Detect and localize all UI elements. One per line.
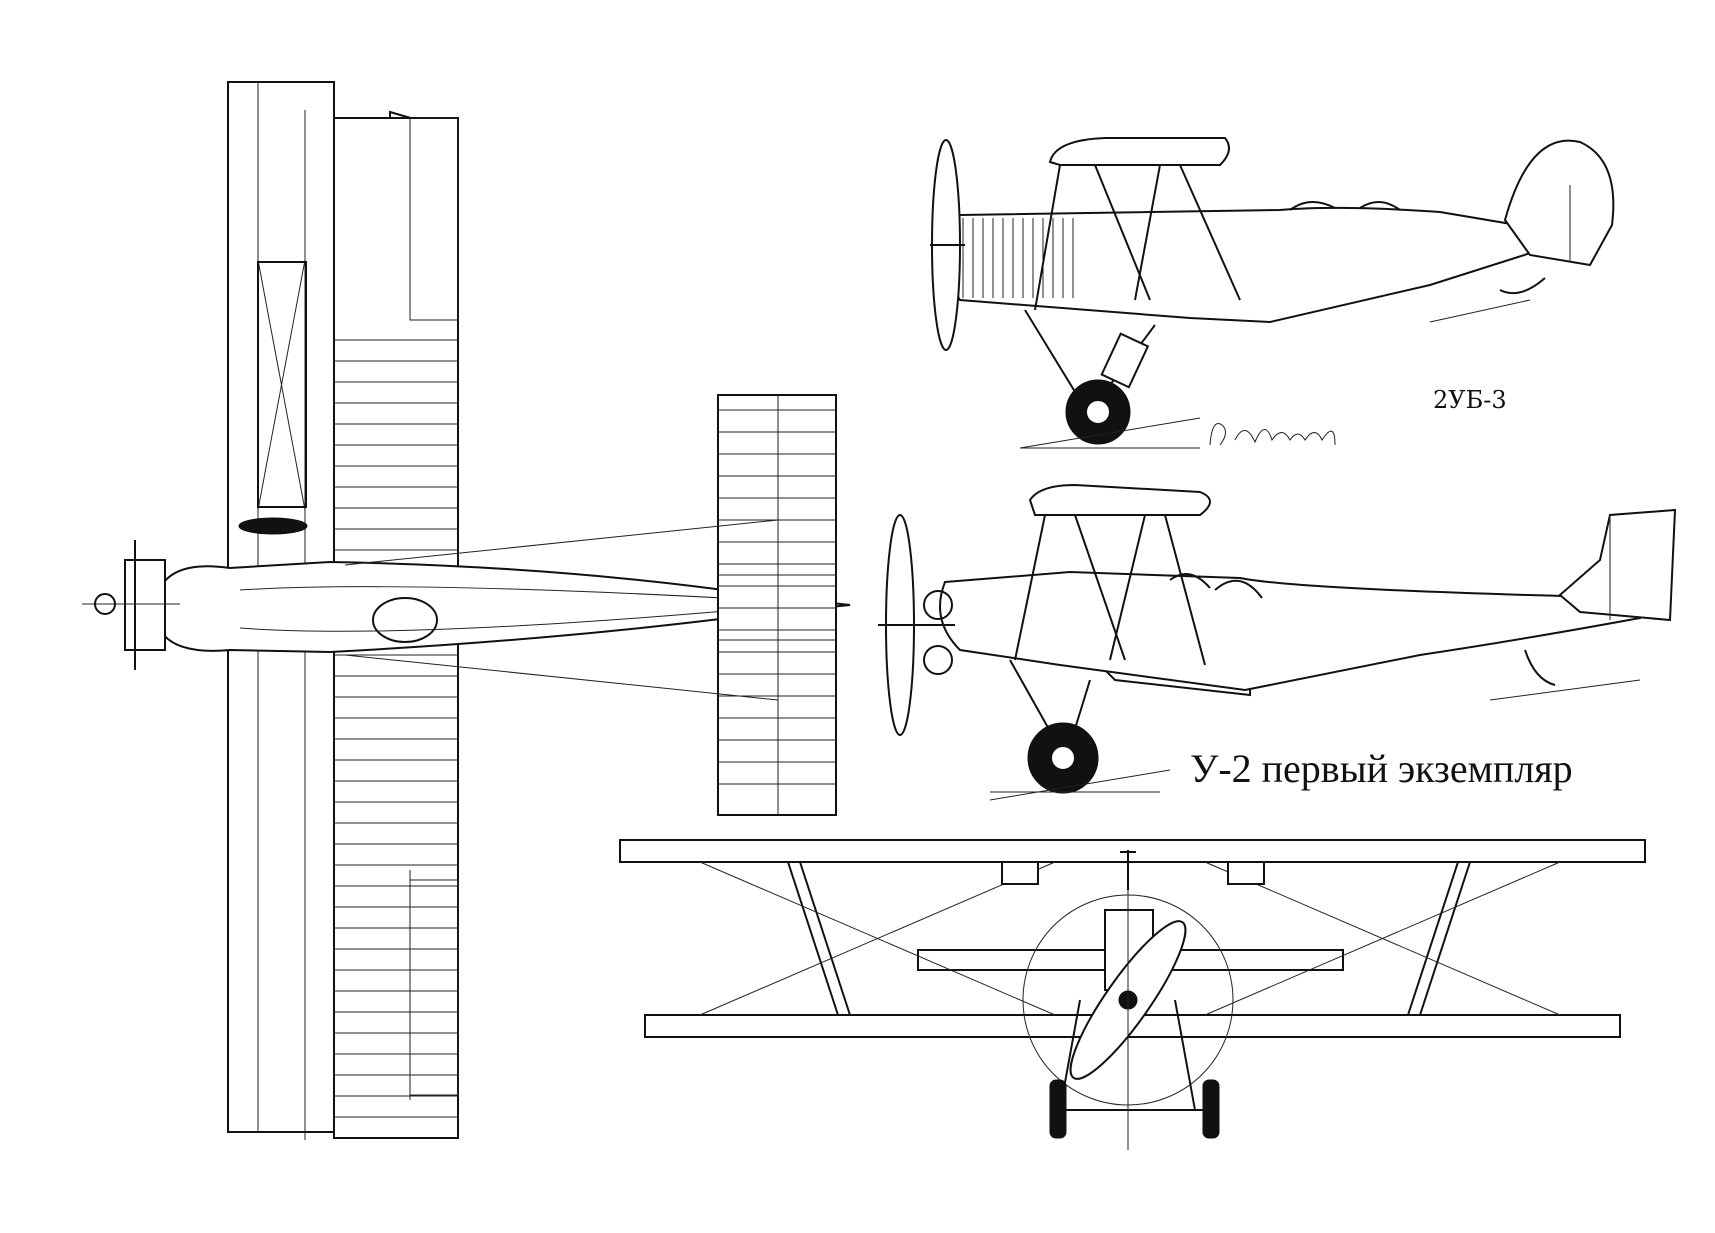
plan-fuselage <box>82 517 851 670</box>
side-view-2ub3 <box>930 137 1615 449</box>
plan-view <box>82 81 851 1140</box>
variant-label-2ub3: 2УБ-3 <box>1433 386 1507 414</box>
signature-mark <box>1209 423 1336 446</box>
side-view-u2 <box>878 483 1677 801</box>
variant-label-u2-first: У-2 первый экземпляр <box>1190 746 1573 791</box>
front-view <box>619 839 1646 1150</box>
plan-tailplane <box>344 394 837 816</box>
